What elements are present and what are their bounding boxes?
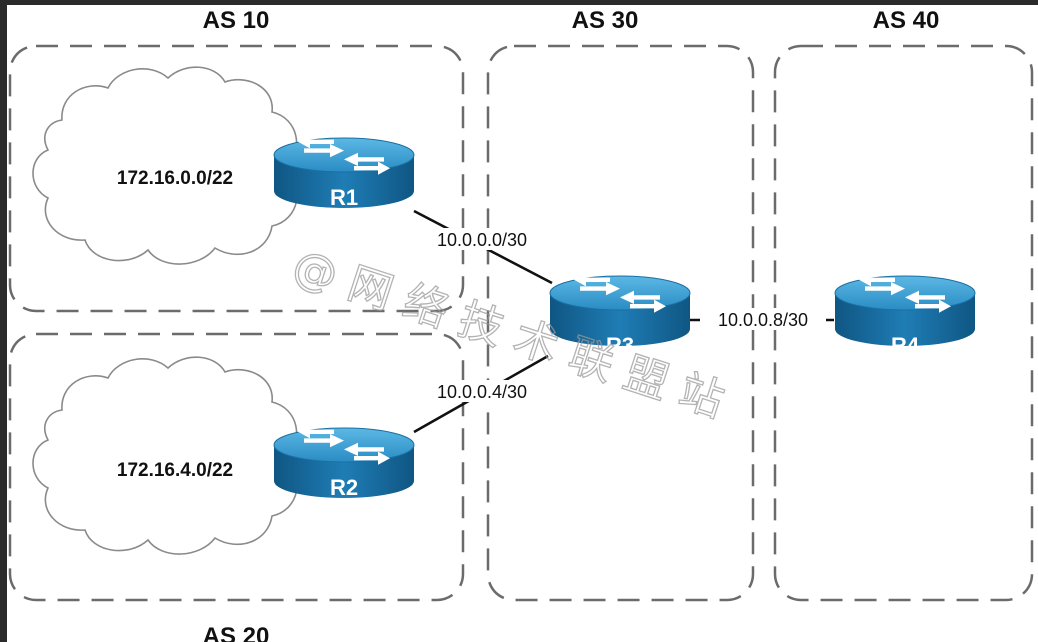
as30-title: AS 30 [572, 7, 639, 34]
link-label-r2-r3: 10.0.0.4/30 [437, 382, 527, 402]
router-arrows-icon [859, 273, 951, 313]
router-r4: R4 [834, 273, 976, 358]
as40-boundary [773, 44, 1034, 602]
router-arrows-icon [298, 425, 390, 465]
cloud-as20 [32, 356, 298, 555]
network-label-as10: 172.16.0.0/22 [117, 168, 233, 189]
link-label-bg [420, 228, 544, 250]
as20-boundary [8, 332, 465, 602]
as10-title: AS 10 [203, 7, 270, 34]
as20-title: AS 20 [203, 623, 270, 642]
router-r3-label: R3 [606, 333, 634, 358]
router-arrows-icon [574, 273, 666, 313]
as10-boundary [8, 44, 465, 313]
router-r1: R1 [273, 135, 415, 210]
as40-title: AS 40 [873, 7, 940, 34]
link-label-bg [420, 380, 544, 402]
router-r4-label: R4 [891, 333, 920, 358]
link-label-r3-r4: 10.0.0.8/30 [718, 310, 808, 330]
router-arrows-icon [298, 135, 390, 175]
router-r1-label: R1 [330, 185, 358, 210]
router-r3: R3 [549, 273, 691, 358]
as30-boundary [486, 44, 755, 602]
cloud-as10 [32, 66, 298, 265]
link-label-r1-r3: 10.0.0.0/30 [437, 230, 527, 250]
network-label-as20: 172.16.4.0/22 [117, 460, 233, 481]
link-label-bg [700, 308, 826, 330]
router-r2-label: R2 [330, 475, 358, 500]
router-r2: R2 [273, 425, 415, 500]
